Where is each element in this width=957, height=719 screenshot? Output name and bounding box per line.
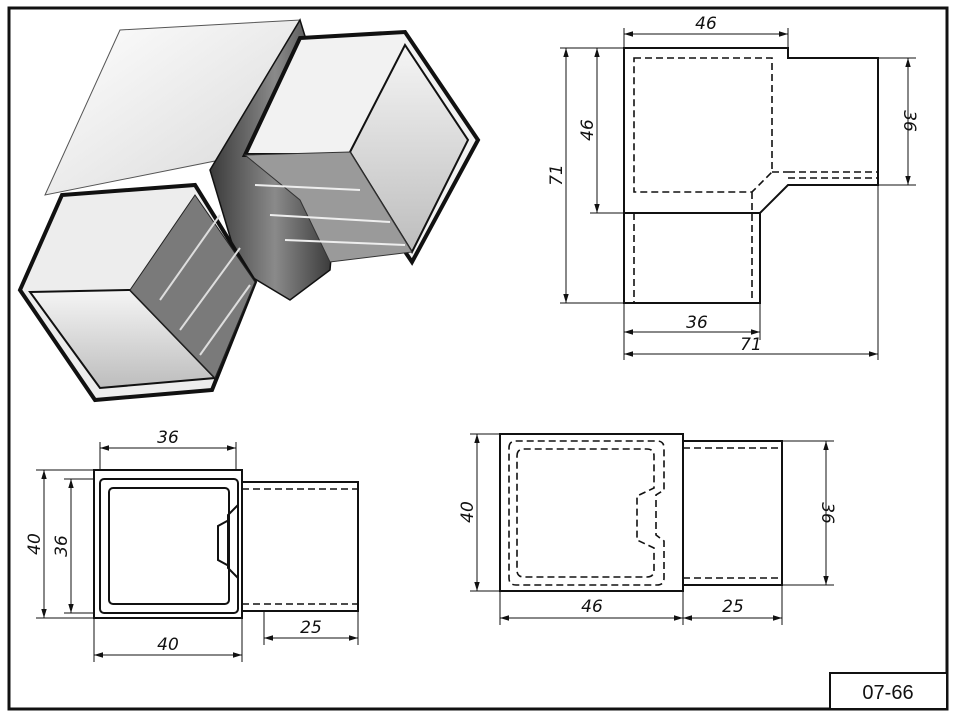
dim-top-width: 46	[695, 14, 717, 34]
dim-end-outer-height: 40	[25, 533, 45, 555]
top-view: 46 46 71 36 36 71	[547, 14, 919, 360]
side-view: 40 36 46 25	[458, 433, 837, 625]
drawing-frame	[7, 6, 949, 711]
isometric-view	[17, 18, 481, 403]
dim-end-inner-width: 36	[157, 428, 179, 448]
dim-total-width: 71	[740, 335, 762, 355]
dim-branch-height: 36	[899, 110, 919, 132]
dim-end-outer-width: 40	[157, 635, 179, 655]
dim-side-width: 46	[581, 597, 603, 617]
dim-side-height: 40	[458, 501, 478, 523]
dim-end-branch-length: 25	[300, 618, 322, 638]
dim-side-branch-height: 36	[817, 502, 837, 524]
end-view: 36 40 36 40 25	[25, 428, 359, 662]
dim-leg-width: 36	[686, 313, 708, 333]
dim-end-inner-height: 36	[52, 535, 72, 557]
dim-top-inner-height: 46	[578, 119, 598, 141]
dim-top-total-height: 71	[547, 164, 567, 186]
drawing-code: 07-66	[862, 682, 913, 704]
title-block	[829, 672, 948, 710]
dim-side-branch-length: 25	[722, 597, 744, 617]
